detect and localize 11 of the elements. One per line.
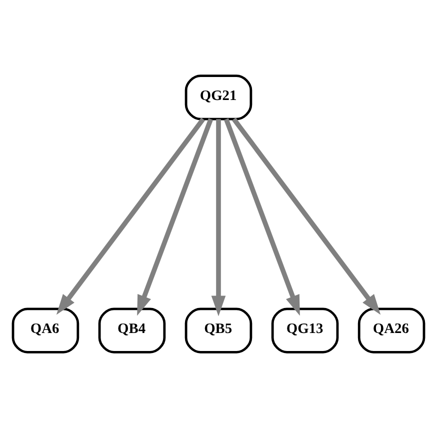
arrow bbox=[224, 118, 300, 316]
arrow bbox=[211, 118, 226, 316]
node-box: QA26 bbox=[358, 307, 426, 353]
node-box: QG13 bbox=[271, 307, 339, 353]
node-box: QB4 bbox=[98, 307, 166, 353]
arrow bbox=[232, 117, 381, 314]
node-box: QG21 bbox=[184, 74, 252, 120]
node-box: QB5 bbox=[184, 307, 252, 353]
arrow bbox=[56, 117, 206, 314]
node-box: QA6 bbox=[12, 307, 80, 353]
arrow bbox=[137, 118, 214, 316]
